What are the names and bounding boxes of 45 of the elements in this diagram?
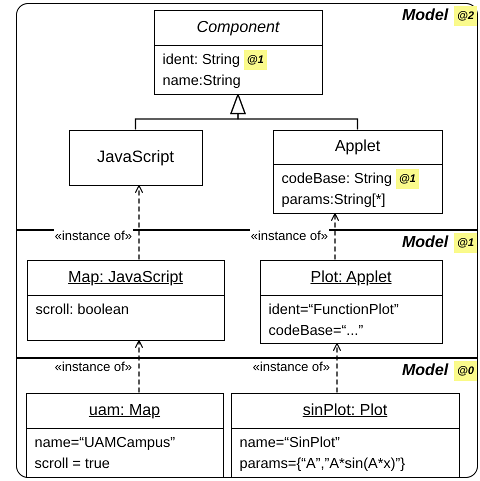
- attribute-text: name=“UAMCampus”: [34, 434, 176, 452]
- level-tag: @2: [454, 6, 477, 26]
- model-layer-band: [16, 357, 478, 478]
- level-tag: @1: [244, 50, 267, 70]
- class-name: Applet: [334, 138, 380, 156]
- edge-label: «instance of»: [54, 358, 133, 374]
- attribute-text: codeBase=“...”: [268, 322, 364, 340]
- dependency-arrow: [332, 342, 342, 392]
- attribute-text: scroll: boolean: [36, 300, 129, 320]
- attribute-text: ident: String: [162, 50, 240, 70]
- dependency-arrow: [134, 340, 144, 392]
- class-box: [68, 130, 202, 186]
- attribute-text: codeBase: String: [282, 170, 392, 188]
- object-name: uam: Map: [88, 402, 160, 420]
- attribute-text: params:String[*]: [282, 190, 386, 210]
- class-box: [272, 130, 442, 214]
- edge-label: «instance of»: [54, 228, 133, 242]
- layer-title: Model: [402, 234, 448, 252]
- generalization-arrow: [230, 94, 358, 130]
- dependency-arrow: [330, 212, 340, 260]
- object-name: sinPlot: Plot: [302, 402, 388, 420]
- model-layer-band: [16, 229, 478, 357]
- edge-label: «instance of»: [252, 358, 331, 374]
- layer-title: Model: [402, 362, 448, 380]
- class-name: Component: [196, 18, 280, 36]
- model-layer-band: [16, 3, 478, 229]
- level-tag: @0: [454, 361, 477, 381]
- object-name: Map: JavaScript: [68, 268, 183, 286]
- level-tag: @1: [454, 233, 477, 253]
- class-box: [230, 392, 460, 478]
- attribute-text: name=“SinPlot”: [240, 434, 340, 452]
- class-name: JavaScript: [96, 148, 174, 167]
- class-box: [154, 10, 322, 94]
- attribute-text: params={“A”,”A*sin(A*x)”}: [240, 454, 406, 474]
- level-tag: @1: [396, 169, 419, 189]
- attribute-text: scroll = true: [34, 454, 110, 474]
- layer-title: Model: [402, 7, 448, 25]
- dependency-arrow: [134, 184, 144, 260]
- attribute-text: ident=“FunctionPlot”: [268, 300, 399, 320]
- class-box: [26, 392, 224, 478]
- object-name: Plot: Applet: [310, 268, 392, 286]
- attribute-text: name:String: [162, 72, 241, 90]
- class-box: [260, 260, 442, 344]
- edge-label: «instance of»: [250, 228, 329, 242]
- class-box: [26, 260, 224, 340]
